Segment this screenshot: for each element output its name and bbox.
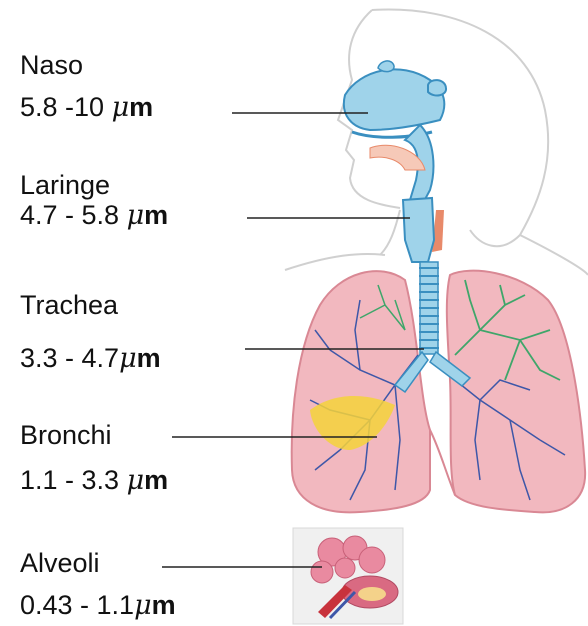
neck-outline [380, 210, 520, 255]
right-lung [447, 271, 585, 513]
label-naso: Naso [20, 50, 83, 80]
range-alveoli: 0.43 - 1.1μm [20, 590, 176, 621]
range-laringe: 4.7 - 5.8 μm [20, 200, 168, 231]
region-name: Naso [20, 50, 83, 80]
shoulder-outline [285, 254, 385, 270]
range-bronchi: 1.1 - 3.3 μm [20, 465, 168, 496]
sinus [428, 80, 446, 95]
sinus-upper [378, 61, 394, 72]
larynx [403, 198, 434, 262]
label-alveoli: Alveoli [20, 548, 100, 578]
left-lung [292, 271, 430, 512]
label-laringe: Laringe [20, 170, 110, 200]
nasal-cavity [344, 69, 444, 130]
label-trachea: Trachea [20, 290, 118, 320]
range-trachea: 3.3 - 4.7μm [20, 343, 161, 374]
label-bronchi: Bronchi [20, 420, 112, 450]
range-naso: 5.8 -10 μm [20, 92, 153, 123]
